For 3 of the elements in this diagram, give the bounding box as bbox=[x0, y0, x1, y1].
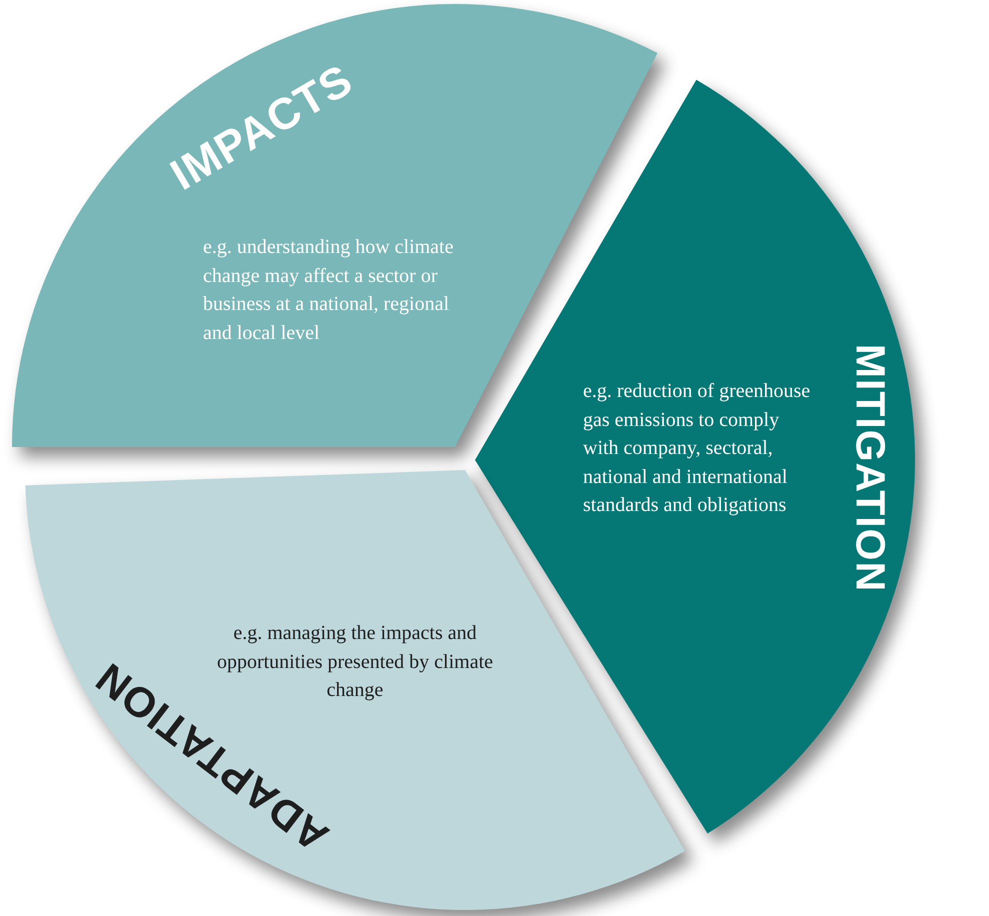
segment-description: e.g. reduction of greenhouse gas emissions to comply with company, sectoral, national and international standards and obligations bbox=[583, 379, 812, 518]
segment-description: e.g. understanding how climate change may affect a sector or business at a national, regional and local level bbox=[203, 235, 454, 346]
segment-heading: MITIGATION bbox=[850, 344, 890, 592]
